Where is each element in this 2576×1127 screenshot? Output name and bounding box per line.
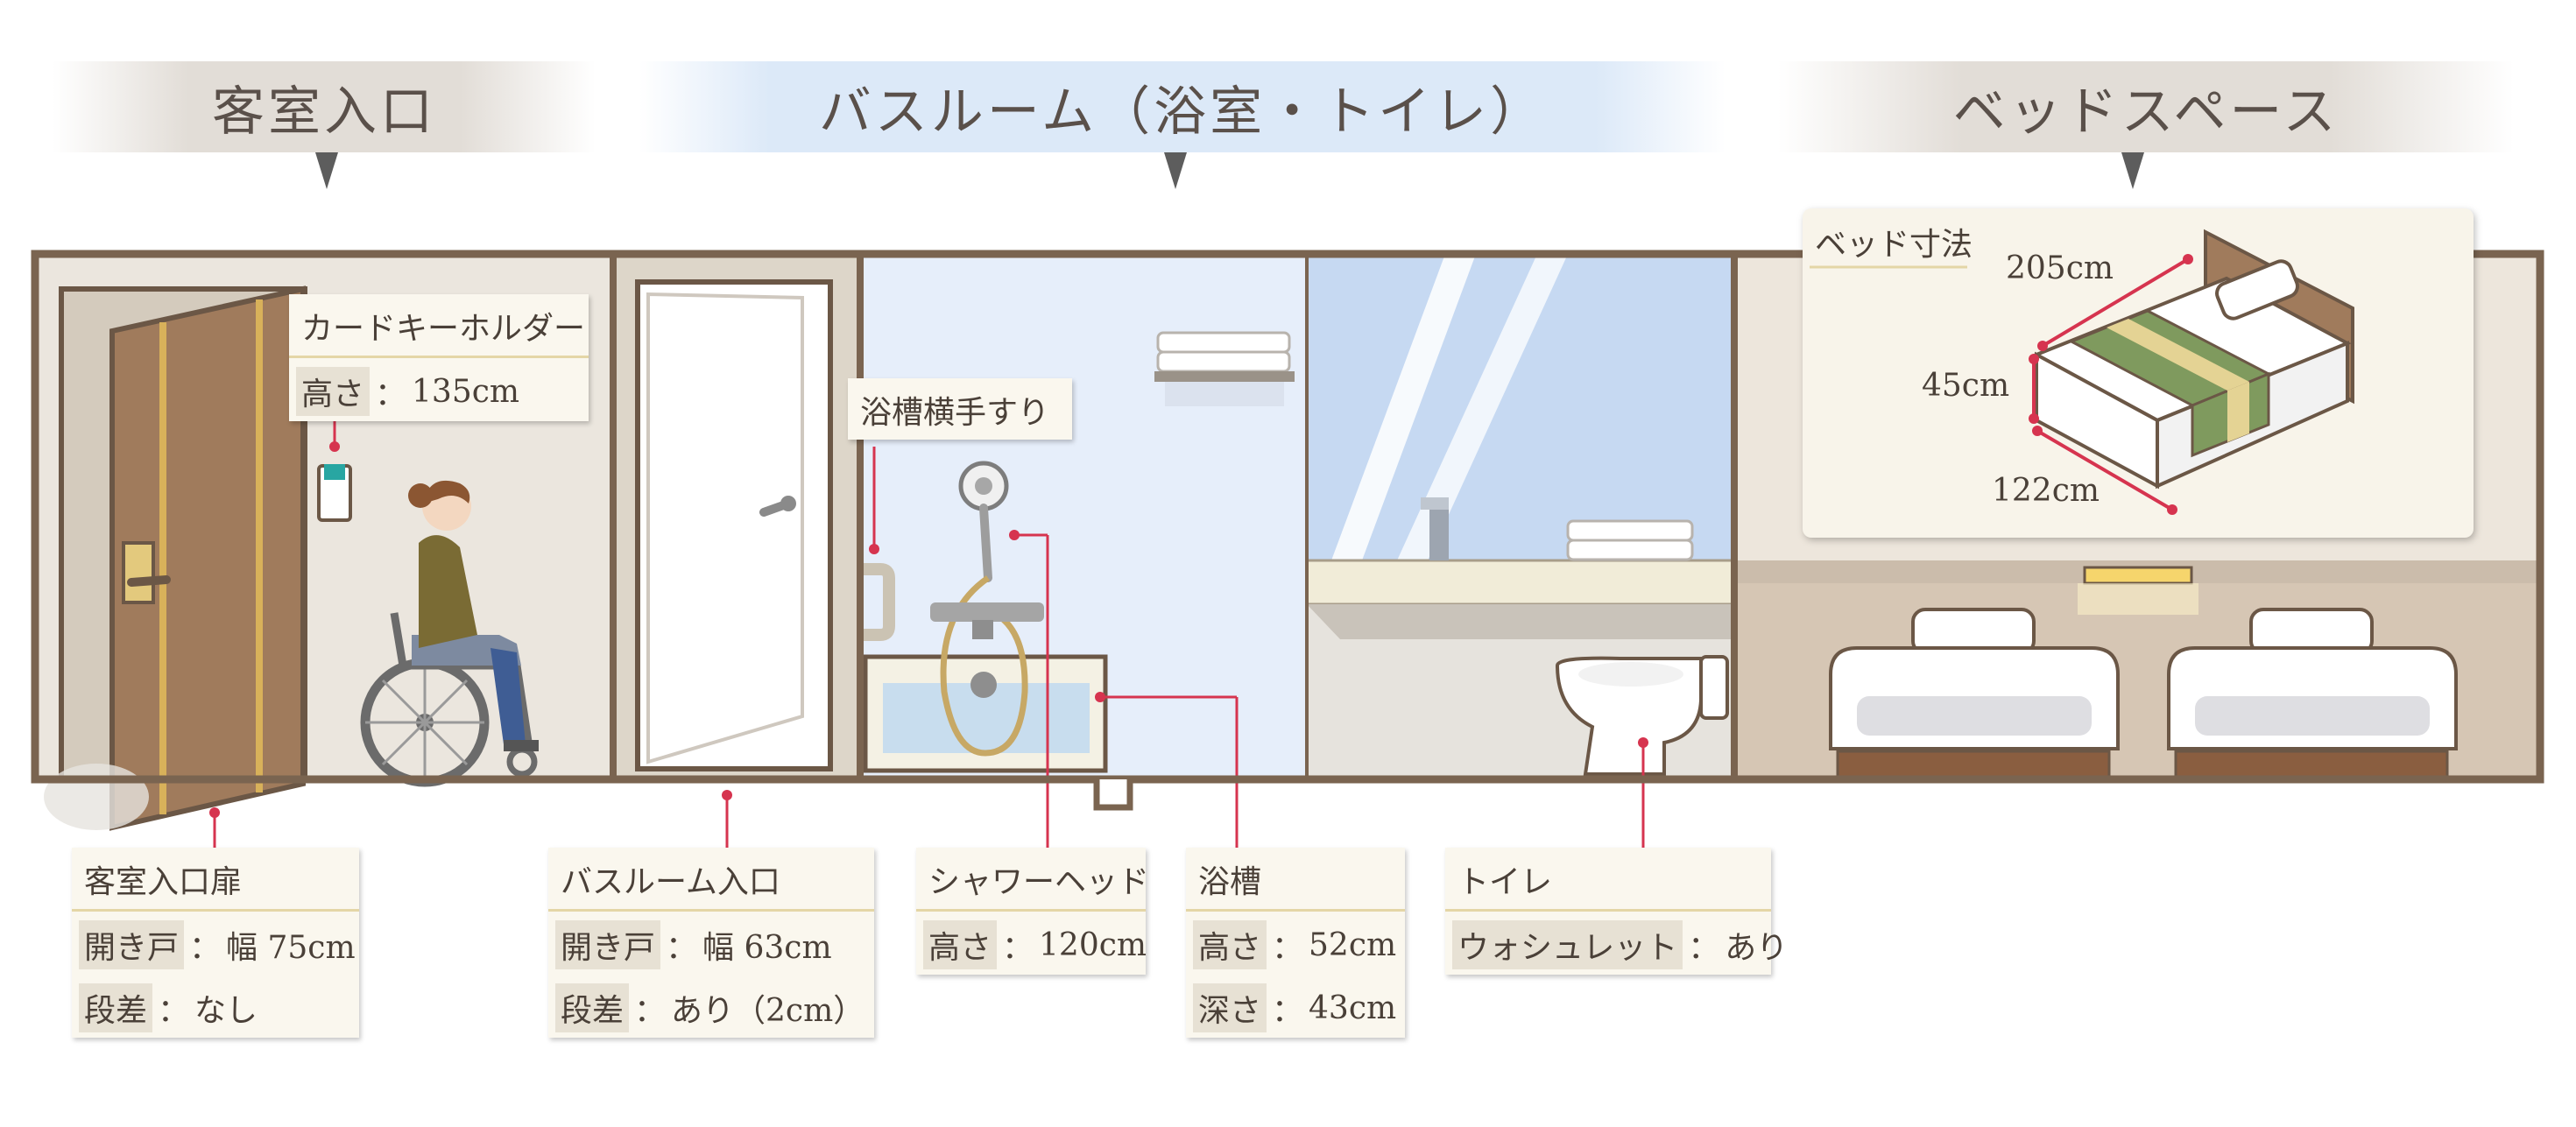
callout-row-value: 52cm xyxy=(1309,926,1397,963)
faucet-icon xyxy=(1429,497,1449,560)
bed-height-label: 45cm xyxy=(1922,368,2010,404)
callout-separator: ： xyxy=(158,993,190,1029)
callout-row-label: 開き戸 xyxy=(555,920,661,969)
callout-row-label: 高さ xyxy=(296,367,371,416)
callout-row: ウォシュレット ： あり xyxy=(1445,912,1788,975)
bed-length-label: 205cm xyxy=(2006,250,2114,286)
bed-3d-icon xyxy=(2032,229,2354,490)
callout-row: 開き戸 ： 幅 75cm xyxy=(72,912,359,975)
callout-title: カードキーホルダー xyxy=(289,294,589,358)
callout-bath-rail: 浴槽横手すり xyxy=(848,378,1072,440)
folded-towels-icon xyxy=(1566,519,1694,542)
callout-card-key-holder: カードキーホルダー 高さ ： 135cm xyxy=(289,294,589,421)
room-outline xyxy=(31,250,2544,784)
callout-row-label: 高さ xyxy=(923,920,998,969)
header-entrance-pointer xyxy=(315,152,338,189)
callout-row: 段差 ： あり（2cm） xyxy=(548,975,874,1038)
header-bed-pointer xyxy=(2121,152,2144,189)
bed-right-icon xyxy=(2167,608,2458,781)
callout-separator: ： xyxy=(666,930,698,966)
shower-head-icon xyxy=(930,461,1044,757)
header-bed-space: ベッドスペース xyxy=(1778,61,2514,152)
bath-rail-icon xyxy=(863,563,895,641)
callout-row-value: 135cm xyxy=(412,373,520,410)
callout-row-label: ウォシュレット xyxy=(1452,920,1683,969)
callout-bathtub: 浴槽 高さ ： 52cm 深さ ： 43cm xyxy=(1186,848,1405,1038)
bed-dimension-title: ベッド寸法 xyxy=(1815,227,1973,263)
bed-width-label: 122cm xyxy=(1992,473,2100,509)
toilet-icon xyxy=(1555,655,1729,776)
callout-title: シャワーヘッド xyxy=(916,848,1149,912)
callout-row-label: 段差 xyxy=(79,983,153,1032)
bed-left-icon xyxy=(1829,608,2120,781)
callout-separator: ： xyxy=(634,993,667,1029)
callout-row: 開き戸 ： 幅 63cm xyxy=(548,912,874,975)
callout-separator: ： xyxy=(1002,930,1034,966)
callout-separator: ： xyxy=(1688,930,1720,966)
header-bed-space-label: ベッドスペース xyxy=(1952,81,2340,143)
callout-row-label: 高さ xyxy=(1193,920,1267,969)
bathroom-door xyxy=(646,292,804,764)
callout-separator: ： xyxy=(189,930,222,966)
callout-title: 浴槽 xyxy=(1186,848,1405,912)
callout-shower-head: シャワーヘッド 高さ ： 120cm xyxy=(916,848,1149,975)
callout-bathroom-entrance: バスルーム入口 開き戸 ： 幅 63cm 段差 ： あり（2cm） xyxy=(548,848,874,1038)
header-bathroom-pointer xyxy=(1164,152,1187,189)
callout-row: 高さ ： 52cm xyxy=(1186,912,1405,975)
header-entrance-label: 客室入口 xyxy=(212,81,436,143)
callout-row-value: 43cm xyxy=(1309,990,1397,1026)
wheelchair-user-icon xyxy=(360,480,539,787)
header-bathroom: バスルーム（浴室・トイレ） xyxy=(639,61,1726,152)
callout-row: 深さ ： 43cm xyxy=(1186,975,1405,1038)
callout-title: バスルーム入口 xyxy=(548,848,874,912)
header-entrance: 客室入口 xyxy=(53,61,596,152)
entrance-door-lock-icon xyxy=(122,541,155,604)
callout-row: 高さ ： 135cm xyxy=(289,358,589,421)
callout-title: 浴槽横手すり xyxy=(860,395,1050,431)
reading-light-icon xyxy=(2083,566,2193,585)
callout-toilet: トイレ ウォシュレット ： あり xyxy=(1445,848,1788,975)
callout-row-value: あり（2cm） xyxy=(671,993,865,1029)
callout-row-value: 幅 63cm xyxy=(702,930,832,966)
callout-title: 客室入口扉 xyxy=(72,848,359,912)
callout-separator: ： xyxy=(375,377,407,412)
callout-separator: ： xyxy=(1272,930,1304,966)
callout-row-value: 120cm xyxy=(1039,926,1147,963)
callout-row-value: なし xyxy=(194,993,258,1029)
callout-row: 段差 ： なし xyxy=(72,975,359,1038)
callout-row-label: 開き戸 xyxy=(79,920,185,969)
vanity-counter xyxy=(1305,559,1736,606)
bed-dimension-lines xyxy=(2032,257,2190,511)
callout-row-label: 深さ xyxy=(1193,983,1267,1032)
callout-row-label: 段差 xyxy=(555,983,630,1032)
callout-row: 高さ ： 120cm xyxy=(916,912,1147,975)
callout-row-value: 幅 75cm xyxy=(226,930,356,966)
callout-row-value: あり xyxy=(1725,930,1789,966)
callout-separator: ： xyxy=(1272,993,1304,1029)
callout-title: トイレ xyxy=(1445,848,1771,912)
towel-rack-icon xyxy=(1156,331,1291,354)
callout-entrance-door: 客室入口扉 開き戸 ： 幅 75cm 段差 ： なし xyxy=(72,848,359,1038)
header-bathroom-label: バスルーム（浴室・トイレ） xyxy=(818,81,1547,143)
